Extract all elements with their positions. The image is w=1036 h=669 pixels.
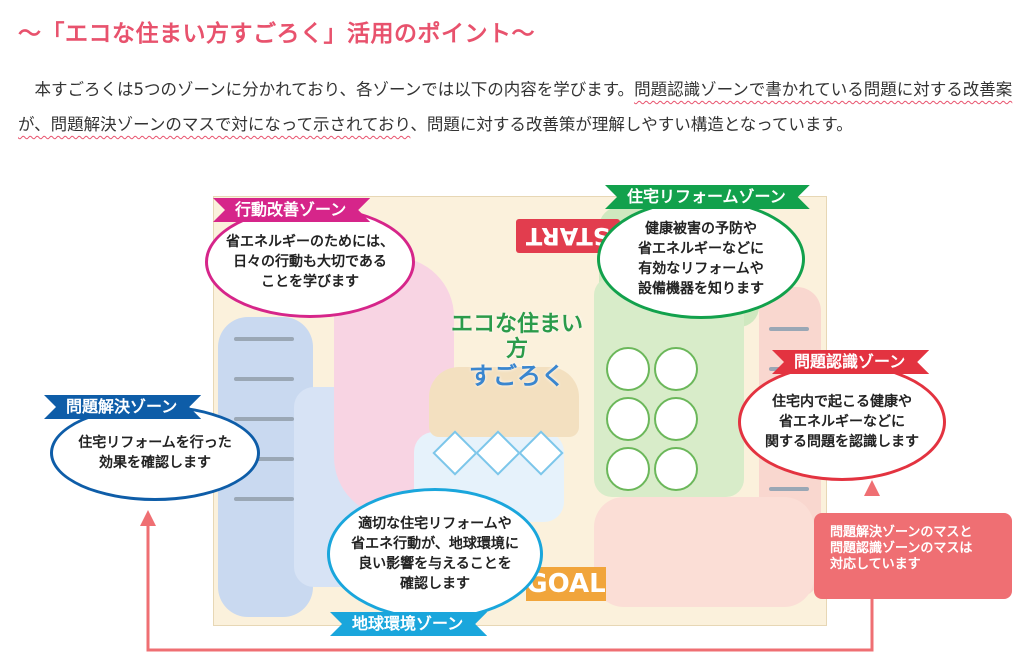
cell-text-line: [234, 497, 294, 501]
cell-text-line: [234, 337, 294, 341]
intro-lead: 本すごろくは5つのゾーンに分かれており、各ゾーンでは以下の内容を学びます。: [34, 80, 635, 99]
board-title-line2: すごろく: [469, 361, 565, 390]
arrow-head-up-left: [140, 510, 156, 526]
reform-zone-cell: [654, 347, 698, 391]
board-title: エコな住まい方 すごろく: [442, 312, 592, 390]
kodo-zone-label: 行動改善ゾーン: [213, 198, 370, 222]
board-path-red-bottom: [594, 497, 814, 607]
chikyu-zone-label: 地球環境ゾーン: [330, 612, 487, 636]
cell-text-line: [769, 327, 809, 331]
intro-paragraph: 本すごろくは5つのゾーンに分かれており、各ゾーンでは以下の内容を学びます。問題認…: [18, 72, 1018, 142]
reform-zone-cell: [606, 447, 650, 491]
kaiketsu-zone-bubble: 住宅リフォームを行った 効果を確認します: [50, 405, 260, 501]
arrow-head-up-right: [864, 480, 880, 496]
chikyu-zone-text: 適切な住宅リフォームや 省エネ行動が、地球環境に 良い影響を与えることを 確認し…: [351, 516, 519, 592]
reform-zone-cell: [606, 347, 650, 391]
kodo-zone-text: 省エネルギーのためには、 日々の行動も大切である ことを学びます: [226, 234, 394, 290]
cell-text-line: [234, 377, 294, 381]
family-illustration: [429, 367, 579, 437]
reform-zone-cell: [654, 397, 698, 441]
ninshiki-zone-text: 住宅内で起こる健康や 省エネルギーなどに 関する問題を認識します: [765, 394, 919, 450]
reform-zone-cell: [606, 397, 650, 441]
correspondence-note: 問題解決ゾーンのマスと 問題認識ゾーンのマスは 対応しています: [814, 513, 1012, 599]
chikyu-zone-bubble: 適切な住宅リフォームや 省エネ行動が、地球環境に 良い影響を与えることを 確認し…: [327, 488, 543, 620]
cell-text-line: [234, 457, 294, 461]
page-title: 〜「エコな住まい方すごろく」活用のポイント〜: [18, 21, 535, 47]
goal-sign: GOAL: [526, 567, 606, 601]
board-title-line1: エコな住まい方: [450, 312, 583, 363]
kodo-zone-bubble: 省エネルギーのためには、 日々の行動も大切である ことを学びます: [205, 206, 415, 318]
kaiketsu-zone-text: 住宅リフォームを行った 効果を確認します: [78, 435, 232, 471]
ninshiki-zone-bubble: 住宅内で起こる健康や 省エネルギーなどに 関する問題を認識します: [738, 363, 946, 481]
cell-text-line: [234, 417, 294, 421]
jutaku-zone-text: 健康被害の予防や 省エネルギーなどに 有効なリフォームや 設備機器を知ります: [638, 221, 764, 297]
jutaku-zone-bubble: 健康被害の予防や 省エネルギーなどに 有効なリフォームや 設備機器を知ります: [597, 199, 805, 319]
jutaku-zone-label: 住宅リフォームゾーン: [605, 185, 810, 209]
reform-zone-cell: [654, 447, 698, 491]
intro-tail: 、問題に対する改善策が理解しやすい構造となっています。: [410, 115, 853, 134]
cell-text-line: [769, 487, 809, 491]
intro-highlight: 問題認識ゾーンで書かれている問題に対する改善案が、問題解決ゾーンのマスで対になっ…: [18, 80, 1013, 134]
ninshiki-zone-label: 問題認識ゾーン: [772, 350, 929, 374]
kaiketsu-zone-label: 問題解決ゾーン: [44, 395, 201, 419]
